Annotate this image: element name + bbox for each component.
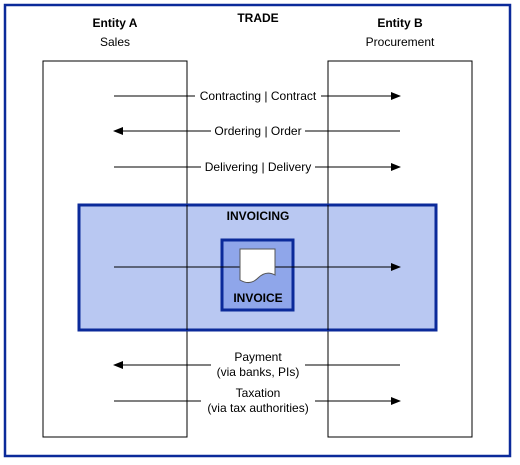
delivery-label-bg: [201, 160, 315, 174]
invoice-label: INVOICE: [233, 291, 282, 305]
taxation-label: Taxation: [236, 386, 281, 400]
entity-a-role: Sales: [100, 35, 130, 49]
entity-b-name: Entity B: [377, 16, 423, 30]
entity-a-name: Entity A: [93, 16, 138, 30]
payment-label: Payment: [234, 350, 282, 364]
order-label: Ordering | Order: [214, 124, 301, 138]
contract-label-bg: [195, 89, 321, 103]
invoicing-title: INVOICING: [227, 209, 290, 223]
order-label-bg: [211, 124, 305, 138]
taxation-sublabel: (via tax authorities): [207, 401, 308, 415]
delivery-label: Delivering | Delivery: [205, 160, 311, 174]
payment-sublabel: (via banks, PIs): [217, 365, 300, 379]
taxation-label-bg: [201, 386, 315, 416]
diagram-title: TRADE: [237, 11, 278, 25]
contract-label: Contracting | Contract: [200, 89, 317, 103]
entity-b-role: Procurement: [366, 35, 435, 49]
payment-label-bg: [211, 350, 305, 380]
document-icon: [239, 248, 276, 284]
